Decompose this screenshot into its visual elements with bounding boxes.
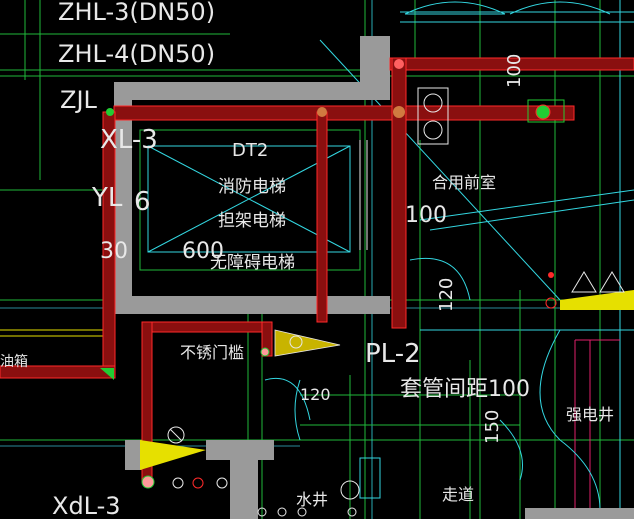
fire-hydrant-bottom: [260, 329, 341, 357]
label-dim-150: 150: [482, 410, 503, 444]
small-valves-bottom: [172, 457, 381, 517]
label-electrical-shaft: 强电井: [566, 405, 614, 424]
label-room: 合用前室: [432, 173, 496, 192]
label-dim-120-bottom: 120: [300, 385, 331, 404]
label-left-cut: 油箱: [0, 354, 28, 370]
pipe-corner-icon: [100, 368, 114, 380]
label-door-sill: 不锈门槛: [180, 343, 244, 362]
label-zhl4: ZHL-4(DN50): [58, 40, 215, 68]
valve-symbol-top-right: [527, 99, 565, 123]
label-water-well: 水井: [296, 490, 328, 509]
label-elevator-fire: 消防电梯: [218, 177, 286, 197]
pipe-joint-icon: [106, 108, 114, 116]
label-pl2: PL-2: [365, 339, 421, 369]
pipe-joint-icon: [393, 106, 405, 118]
pipe-vertical-main: [102, 57, 407, 379]
label-dim-100-mid: 100: [405, 203, 447, 228]
yellow-fire-cabinet-left: [140, 426, 206, 489]
yellow-fire-cabinet-right: [545, 271, 634, 310]
label-xl3: XL-3: [100, 125, 158, 155]
pipe-joint-icon: [394, 59, 404, 69]
pipe-horizontal-low: [0, 321, 273, 483]
label-casing-spacing: 套管间距100: [400, 377, 530, 402]
label-dim-600: 600: [182, 239, 224, 264]
label-yl-number: 6: [134, 187, 151, 217]
label-corridor: 走道: [442, 485, 474, 504]
label-30: 30: [100, 239, 128, 264]
label-xdl3: XdL-3: [52, 492, 121, 519]
label-dim-100-top: 100: [504, 54, 525, 88]
label-zjl: ZJL: [60, 86, 98, 114]
pipes: [0, 57, 634, 483]
double-outlet-symbol: [417, 87, 449, 145]
label-yl: YL: [91, 183, 123, 213]
fixtures: [100, 59, 634, 517]
annotations: ZHL-3(DN50) ZHL-4(DN50) ZJL XL-3 YL 6 30…: [0, 0, 614, 519]
label-elevator-stretcher: 担架电梯: [218, 211, 286, 231]
elevator-shaft: [139, 129, 368, 271]
pipe-joint-icon: [317, 107, 327, 117]
label-dim-120: 120: [436, 278, 457, 312]
label-dt2: DT2: [232, 140, 268, 161]
label-elevator-accessible: 无障碍电梯: [210, 253, 295, 273]
label-zhl3: ZHL-3(DN50): [58, 0, 215, 26]
pipe-horizontal-top: [113, 57, 634, 121]
